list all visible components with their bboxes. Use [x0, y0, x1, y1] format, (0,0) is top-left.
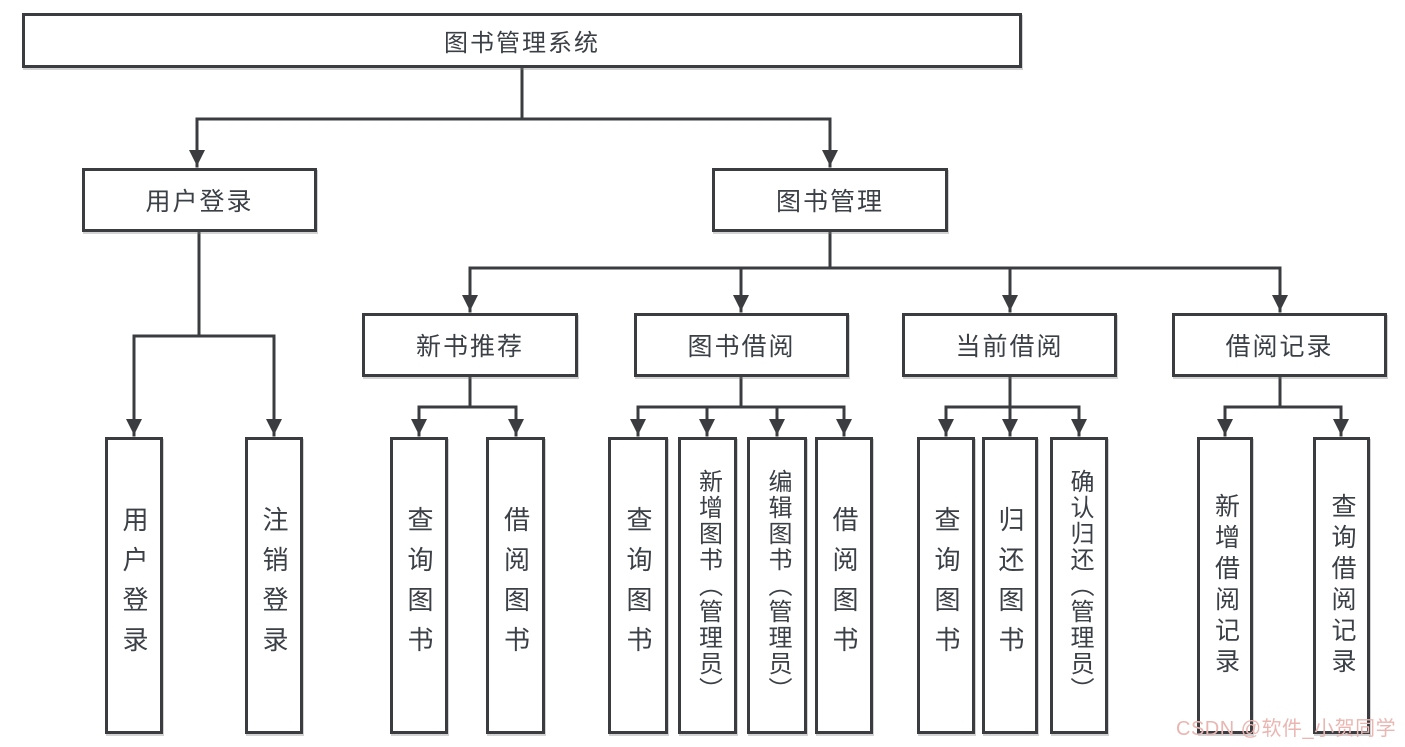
node-new-book-recommend: 新书推荐 — [362, 313, 578, 377]
connector-book-borrow-children — [630, 375, 852, 437]
node-current-borrow: 当前借阅 — [902, 313, 1117, 377]
leaf-confirm-return-admin: 确认归还（管理员） — [1050, 437, 1108, 734]
connector-user-login-children — [126, 230, 282, 437]
leaf-borrow-books-borrow: 借阅图书 — [815, 437, 873, 734]
leaf-add-borrow-record: 新增借阅记录 — [1197, 437, 1253, 734]
node-book-borrow: 图书借阅 — [634, 313, 849, 377]
leaf-user-login: 用户登录 — [105, 437, 163, 734]
leaf-query-books-borrow: 查询图书 — [608, 437, 668, 734]
connector-root-to-level2 — [189, 66, 838, 168]
leaf-query-books-recommend: 查询图书 — [390, 437, 448, 734]
node-book-management: 图书管理 — [712, 168, 948, 232]
leaf-borrow-books-recommend: 借阅图书 — [486, 437, 545, 734]
leaf-add-book-admin: 新增图书（管理员） — [678, 437, 737, 734]
node-borrow-records: 借阅记录 — [1172, 313, 1387, 377]
connector-new-book-recommend-children — [411, 375, 524, 437]
leaf-query-borrow-record: 查询借阅记录 — [1313, 437, 1370, 734]
connector-borrow-records-children — [1217, 375, 1349, 437]
node-library-management-system: 图书管理系统 — [22, 13, 1022, 68]
leaf-logout: 注销登录 — [245, 437, 303, 734]
leaf-edit-book-admin: 编辑图书（管理员） — [747, 437, 807, 734]
leaf-query-books-current: 查询图书 — [917, 437, 975, 734]
connector-book-management-children — [462, 230, 1288, 313]
leaf-return-books: 归还图书 — [982, 437, 1038, 734]
node-user-login: 用户登录 — [82, 168, 317, 232]
csdn-watermark: CSDN @软件_小贺同学 — [1176, 718, 1397, 740]
connector-current-borrow-children — [938, 375, 1087, 437]
